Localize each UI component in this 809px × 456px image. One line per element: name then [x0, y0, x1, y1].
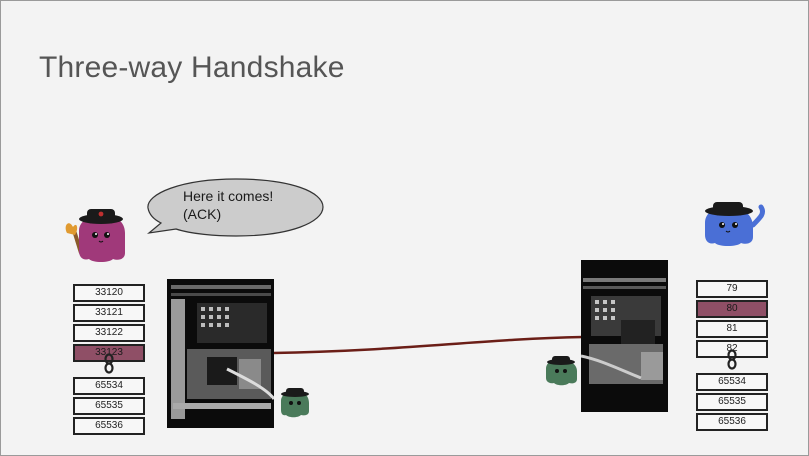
server-port-list-bottom: 65534 65535 65536	[696, 373, 768, 433]
client-port: 65536	[73, 417, 145, 435]
client-port: 33122	[73, 324, 145, 342]
client-port: 33121	[73, 304, 145, 322]
client-port: 33120	[73, 284, 145, 302]
client-server-image	[167, 279, 274, 428]
server-port: 65535	[696, 393, 768, 411]
server-port-active: 80	[696, 300, 768, 318]
server-port: 79	[696, 280, 768, 298]
client-port-active: 33123	[73, 344, 145, 362]
server-port-list-top: 79 80 81 82	[696, 280, 768, 360]
network-cable	[272, 335, 584, 355]
speech-bubble-text: Here it comes! (ACK)	[183, 187, 273, 223]
server-port: 82	[696, 340, 768, 358]
server-port: 65536	[696, 413, 768, 431]
speech-bubble-line2: (ACK)	[183, 206, 222, 222]
server-port: 65534	[696, 373, 768, 391]
server-chain-icon	[727, 349, 737, 370]
server-port: 81	[696, 320, 768, 338]
client-chain-icon	[104, 353, 114, 374]
server-machine-image	[581, 260, 668, 412]
client-port-list-top: 33120 33121 33122 33123	[73, 284, 145, 364]
speech-bubble-line1: Here it comes!	[183, 188, 274, 204]
client-port: 65534	[73, 377, 145, 395]
slide-title: Three-way Handshake	[39, 51, 345, 84]
client-port-list-bottom: 65534 65535 65536	[73, 377, 145, 437]
client-port: 65535	[73, 397, 145, 415]
